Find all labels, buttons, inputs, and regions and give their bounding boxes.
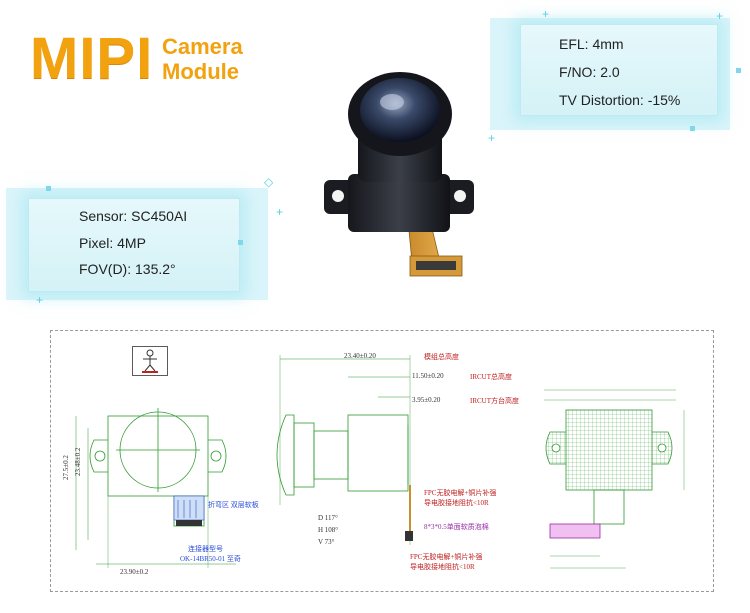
warning-figure-icon xyxy=(132,346,168,376)
sparkle-icon: ◇ xyxy=(264,175,274,189)
title-camera-module: Camera Module xyxy=(162,34,243,84)
spec-fov: FOV(D): 135.2° xyxy=(79,261,176,277)
fov-v: V 73° xyxy=(318,538,335,546)
fpc-note-3: FPC无胶电解+铜片补强 xyxy=(410,553,483,561)
fov-d: D 117° xyxy=(318,514,338,522)
dim-total-label: 模组总高度 xyxy=(424,353,459,361)
stiffener-note: 8*3*0.5单面软质泡棉 xyxy=(424,523,489,531)
spec-box-right: EFL: 4mm F/NO: 2.0 TV Distortion: -15% xyxy=(520,24,718,116)
width-dim: 23.90±0.2 xyxy=(120,568,149,576)
sparkle-icon: + xyxy=(716,9,724,23)
front-view-drawing xyxy=(75,408,236,568)
decor-square xyxy=(238,240,243,245)
decor-square xyxy=(46,186,51,191)
title-mipi: MIPI xyxy=(30,26,154,91)
dim-ircut-label: IRCUT总高度 xyxy=(470,373,512,381)
spec-pixel: Pixel: 4MP xyxy=(79,235,146,251)
spec-box-left: Sensor: SC450AI Pixel: 4MP FOV(D): 135.2… xyxy=(28,198,240,292)
title-camera: Camera xyxy=(162,34,243,59)
sparkle-icon: + xyxy=(542,7,550,21)
sparkle-icon: + xyxy=(276,205,284,219)
sparkle-icon: + xyxy=(36,293,44,307)
spec-sensor: Sensor: SC450AI xyxy=(79,208,188,224)
decor-square xyxy=(690,126,695,131)
technical-drawing-frame xyxy=(50,330,714,592)
fov-h: H 108° xyxy=(318,526,339,534)
spec-tv-distortion: TV Distortion: -15% xyxy=(559,92,681,108)
height-dim-2: 23.48±0.2 xyxy=(74,447,82,476)
connector-note-2: OK-14BR50-01 至奇 xyxy=(180,555,241,563)
fpc-note-4: 导电胶接地阻抗<10R xyxy=(410,563,475,571)
camera-module-image xyxy=(324,72,474,277)
back-view-drawing xyxy=(544,389,685,569)
dim-ircut-plane-label: IRCUT方台高度 xyxy=(470,397,519,405)
dim-ircut: 11.50±0.20 xyxy=(412,372,444,380)
spec-efl: EFL: 4mm xyxy=(559,36,624,52)
connector-note-1: 连接器型号 xyxy=(188,545,223,553)
side-view-drawing xyxy=(276,355,413,545)
dim-total: 23.40±0.20 xyxy=(344,352,376,360)
decor-square xyxy=(736,68,741,73)
title-module: Module xyxy=(162,59,239,84)
dim-ircut-plane: 3.95±0.20 xyxy=(412,396,441,404)
bend-note: 折弯区 双层软板 xyxy=(208,501,259,509)
fpc-note-1: FPC无胶电解+铜片补强 xyxy=(424,489,497,497)
spec-fno: F/NO: 2.0 xyxy=(559,64,620,80)
height-dim-1: 27.5±0.2 xyxy=(62,455,70,480)
fpc-note-2: 导电胶接地阻抗<10R xyxy=(424,499,489,507)
sparkle-icon: + xyxy=(488,131,496,145)
